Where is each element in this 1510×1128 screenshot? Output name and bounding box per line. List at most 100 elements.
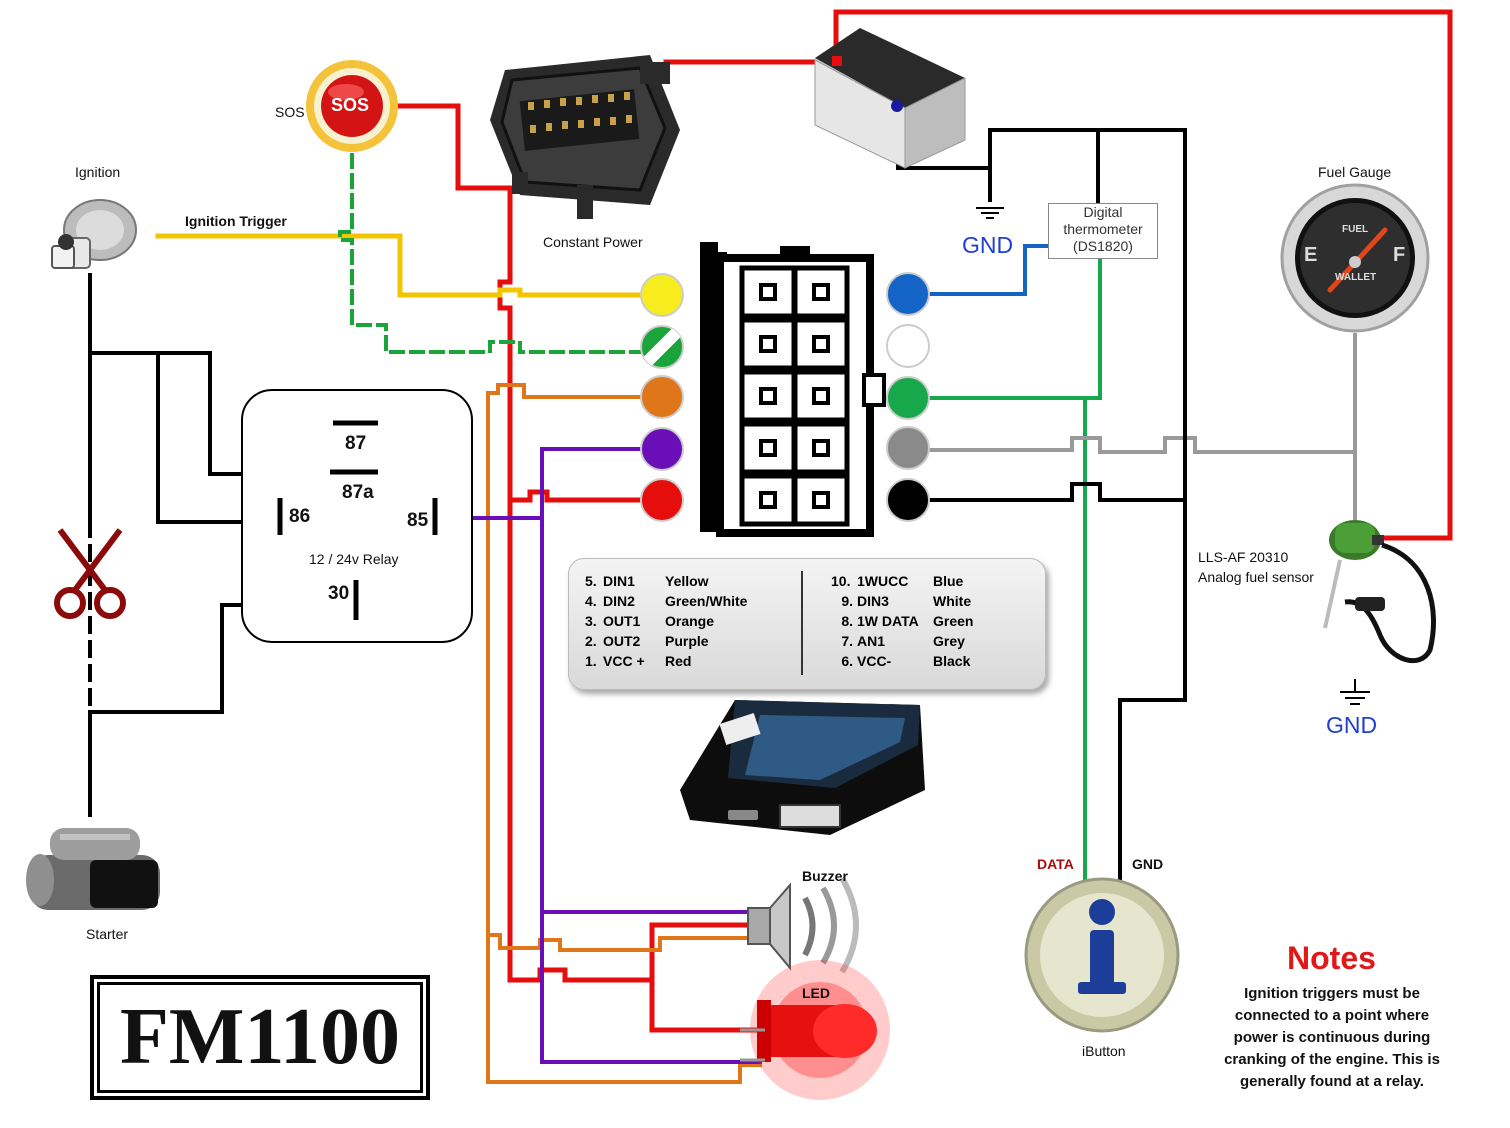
wire-purple xyxy=(540,447,762,1064)
wire-red-battery-constant xyxy=(663,59,839,79)
fuel-word: FUEL xyxy=(1342,224,1369,235)
fuel-gauge-icon xyxy=(1280,183,1430,333)
fuel-sensor-icon xyxy=(1323,520,1436,664)
fuel-e-mark: E xyxy=(1304,244,1318,266)
wire-green-data xyxy=(906,256,1102,400)
connector-pin-cell xyxy=(739,421,797,475)
gnd-label-battery: GND xyxy=(962,232,1014,258)
relay-pin-30: 30 xyxy=(328,583,350,604)
connector-pin-hole xyxy=(812,387,830,405)
device-title-box: FM1100 xyxy=(90,975,430,1100)
wire-orange-buzzer xyxy=(486,933,747,952)
thermo-line-1: Digital xyxy=(1083,204,1123,220)
led-label: LED xyxy=(802,985,830,1001)
fuel-sensor-desc: Analog fuel sensor xyxy=(1198,569,1314,585)
sos-label: SOS xyxy=(275,104,305,120)
ignition-key-icon xyxy=(51,199,137,269)
dot-red xyxy=(640,478,684,522)
wire-red-down xyxy=(507,497,748,983)
constant-power-label: Constant Power xyxy=(543,234,643,250)
starter-motor-icon xyxy=(26,828,160,910)
connector-pin-hole xyxy=(812,439,830,457)
dot-white xyxy=(886,324,930,368)
fm1100-device-icon xyxy=(680,700,925,835)
ibutton-gnd-label: GND xyxy=(1132,856,1164,872)
device-title: FM1100 xyxy=(120,993,400,1081)
wire-green-dash xyxy=(338,153,664,354)
led-icon xyxy=(740,960,890,1100)
wire-black-vcc xyxy=(906,128,1187,502)
dot-yellow xyxy=(640,273,684,317)
dot-blue xyxy=(886,272,930,316)
buzzer-label: Buzzer xyxy=(802,868,848,884)
buzzer-icon xyxy=(747,876,859,974)
connector-pin-hole xyxy=(759,283,777,301)
dot-green xyxy=(886,376,930,420)
connector-pin-hole xyxy=(812,491,830,509)
notes-text: Ignition triggers must be connected to a… xyxy=(1224,985,1440,1090)
ibutton-icon xyxy=(1024,877,1180,1033)
dot-purple xyxy=(640,427,684,471)
pinout-divider xyxy=(801,571,803,675)
wire-black-86 xyxy=(156,351,280,524)
wire-dots xyxy=(640,272,930,522)
ibutton-data-label: DATA xyxy=(1037,856,1074,872)
relay-pin-85: 85 xyxy=(407,510,429,531)
digital-thermometer-box: Digital thermometer (DS1820) xyxy=(1048,203,1158,259)
relay-pin-87: 87 xyxy=(345,433,367,454)
sos-button-text: SOS xyxy=(331,95,370,115)
wire-red-led xyxy=(649,977,763,1033)
dot-orange xyxy=(640,375,684,419)
relay-pin-87a: 87a xyxy=(342,482,374,503)
battery-icon xyxy=(814,28,966,169)
dot-black xyxy=(886,478,930,522)
pinout-row: 1.VCC +Red xyxy=(585,653,692,669)
dot-green-white xyxy=(640,325,684,369)
ignition-trigger-label: Ignition Trigger xyxy=(185,213,287,229)
wire-blue xyxy=(906,244,1050,296)
connector-10pin xyxy=(700,242,886,537)
wire-red-sos xyxy=(395,103,513,191)
wallet-word: WALLET xyxy=(1335,272,1377,283)
pinout-row: 6.VCC-Black xyxy=(841,653,971,669)
connector-pin-hole xyxy=(812,283,830,301)
thermo-line-2: thermometer xyxy=(1063,221,1143,237)
constant-power-connector-icon xyxy=(490,55,680,219)
connector-pin-hole xyxy=(759,491,777,509)
connector-pin-hole xyxy=(759,335,777,353)
fuel-sensor-model: LLS-AF 20310 xyxy=(1198,549,1289,565)
ignition-label: Ignition xyxy=(75,164,121,180)
gnd-symbol-battery xyxy=(976,207,1004,219)
connector-pin-hole xyxy=(759,387,777,405)
gnd-label-sensor: GND xyxy=(1326,712,1378,738)
wire-yellow xyxy=(155,233,665,298)
gnd-symbol-sensor xyxy=(1340,691,1370,705)
fuel-gauge-label: Fuel Gauge xyxy=(1318,164,1392,180)
notes-title: Notes xyxy=(1287,940,1376,976)
starter-label: Starter xyxy=(86,926,129,942)
relay-pin-86: 86 xyxy=(289,506,311,527)
dot-grey xyxy=(886,426,930,470)
wire-orange xyxy=(486,383,762,1084)
sos-button-icon xyxy=(306,60,398,152)
wire-black-ibutton xyxy=(1118,498,1187,882)
ibutton-label: iButton xyxy=(1082,1043,1126,1059)
relay-caption: 12 / 24v Relay xyxy=(309,551,399,567)
wire-grey xyxy=(906,333,1357,454)
wire-red-battery-sensor xyxy=(833,9,1453,541)
connector-pin-hole xyxy=(759,439,777,457)
relay-body xyxy=(241,389,473,643)
